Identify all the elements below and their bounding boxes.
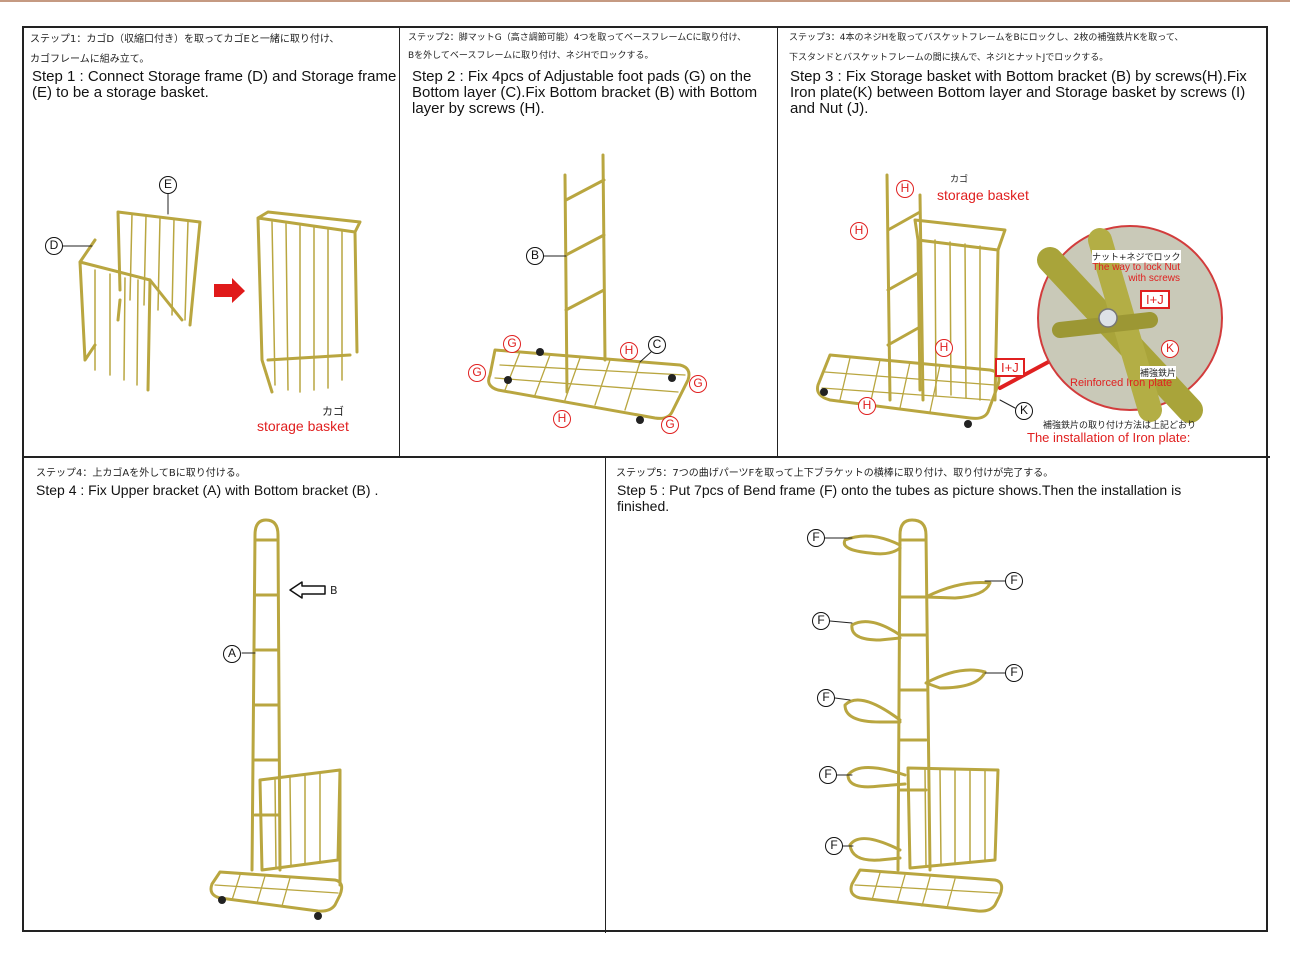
part-label-h: H (553, 410, 571, 428)
basket-caption-jp: カゴ (322, 405, 344, 418)
part-label-f: F (812, 612, 830, 630)
assembled-basket-drawing (256, 210, 362, 394)
basket-caption-en: storage basket (937, 187, 1029, 203)
iron-plate-jp: 補強鉄片 (1140, 366, 1177, 379)
storage-frame-e-drawing (116, 210, 202, 327)
storage-frame-d-drawing (78, 238, 184, 392)
part-label-c: C (648, 336, 666, 354)
step2-jp-line2: Bを外してベースフレームに取り付け、ネジHでロックする。 (408, 51, 654, 61)
part-label-f: F (1005, 572, 1023, 590)
part-label-i-j: I+J (995, 358, 1025, 377)
column-divider (605, 457, 606, 933)
basket-caption-en: storage basket (257, 418, 349, 434)
step1-jp-line2: カゴフレームに組み立て。 (30, 54, 150, 65)
step4-instruction: Step 4 : Fix Upper bracket (A) with Bott… (36, 482, 379, 498)
part-label-h: H (896, 180, 914, 198)
bottom-bracket-drawing (487, 153, 691, 424)
part-label-d: D (45, 237, 63, 255)
step3-instruction: Step 3 : Fix Storage basket with Bottom … (790, 68, 1247, 117)
detail-label-k: K (1161, 340, 1179, 358)
arrow-b-icon (289, 581, 326, 599)
step4-jp: ステップ4：上カゴAを外してBに取り付ける。 (36, 468, 246, 479)
part-label-g: G (689, 375, 707, 393)
lock-nut-jp: ナット+ネジでロック (1092, 250, 1181, 263)
top-accent-line (0, 0, 1290, 2)
part-label-g: G (661, 416, 679, 434)
part-label-g: G (468, 364, 486, 382)
step1-instruction: Step 1 : Connect Storage frame (D) and S… (32, 68, 397, 101)
upper-bracket-assembled-drawing (209, 518, 344, 920)
part-label-a: A (223, 645, 241, 663)
part-label-f: F (819, 766, 837, 784)
step3-jp-line1: ステップ3：4本のネジHを取ってバスケットフレームをBにロックし、2枚の補強鉄片… (789, 33, 1184, 43)
part-label-k: K (1015, 402, 1033, 420)
part-label-f: F (1005, 664, 1023, 682)
step5-instruction: Step 5 : Put 7pcs of Bend frame (F) onto… (617, 482, 1182, 514)
basket-on-stand-drawing (816, 173, 1007, 428)
step2-instruction: Step 2 : Fix 4pcs of Adjustable foot pad… (412, 68, 758, 117)
lock-nut-en: The way to lock Nut with screws (1092, 262, 1180, 284)
part-label-f: F (807, 529, 825, 547)
step2-jp-line1: ステップ2：脚マットG（高さ調節可能）4つを取ってベースフレームCに取り付け、 (408, 33, 747, 43)
iron-plate-detail-circle (1037, 225, 1223, 423)
finished-tower-drawing (842, 518, 1004, 913)
step5-jp: ステップ5：7つの曲げパーツFを取って上下ブラケットの横棒に取り付け、取り付けが… (616, 468, 1054, 479)
install-iron-plate-jp: 補強鉄片の取り付け方法は上記どおり (1043, 421, 1197, 431)
part-label-h: H (850, 222, 868, 240)
part-label-b: B (526, 247, 544, 265)
detail-pointer-line (998, 358, 1054, 390)
red-arrow-icon (214, 278, 245, 303)
part-label-h: H (858, 397, 876, 415)
step1-jp-line1: ステップ1：カゴD（収縮口付き）を取ってカゴEと一緒に取り付け、 (30, 34, 340, 45)
install-iron-plate-en: The installation of Iron plate: (1027, 430, 1191, 445)
column-divider (399, 26, 400, 457)
part-label-h: H (620, 342, 638, 360)
basket-caption-jp: カゴ (950, 175, 969, 185)
instruction-sheet-frame (22, 26, 1268, 932)
part-label-g: G (503, 335, 521, 353)
column-divider (777, 26, 778, 457)
part-label-e: E (159, 176, 177, 194)
detail-label-i-j: I+J (1140, 290, 1170, 309)
part-label-b: B (330, 584, 338, 597)
step3-jp-line2: 下スタンドとバスケットフレームの間に挟んで、ネジIとナットJでロックする。 (789, 53, 1109, 63)
iron-plate-en: Reinforced Iron plate (1070, 377, 1173, 389)
part-label-h: H (935, 339, 953, 357)
part-label-f: F (825, 837, 843, 855)
row-divider (22, 456, 1270, 458)
part-label-f: F (817, 689, 835, 707)
